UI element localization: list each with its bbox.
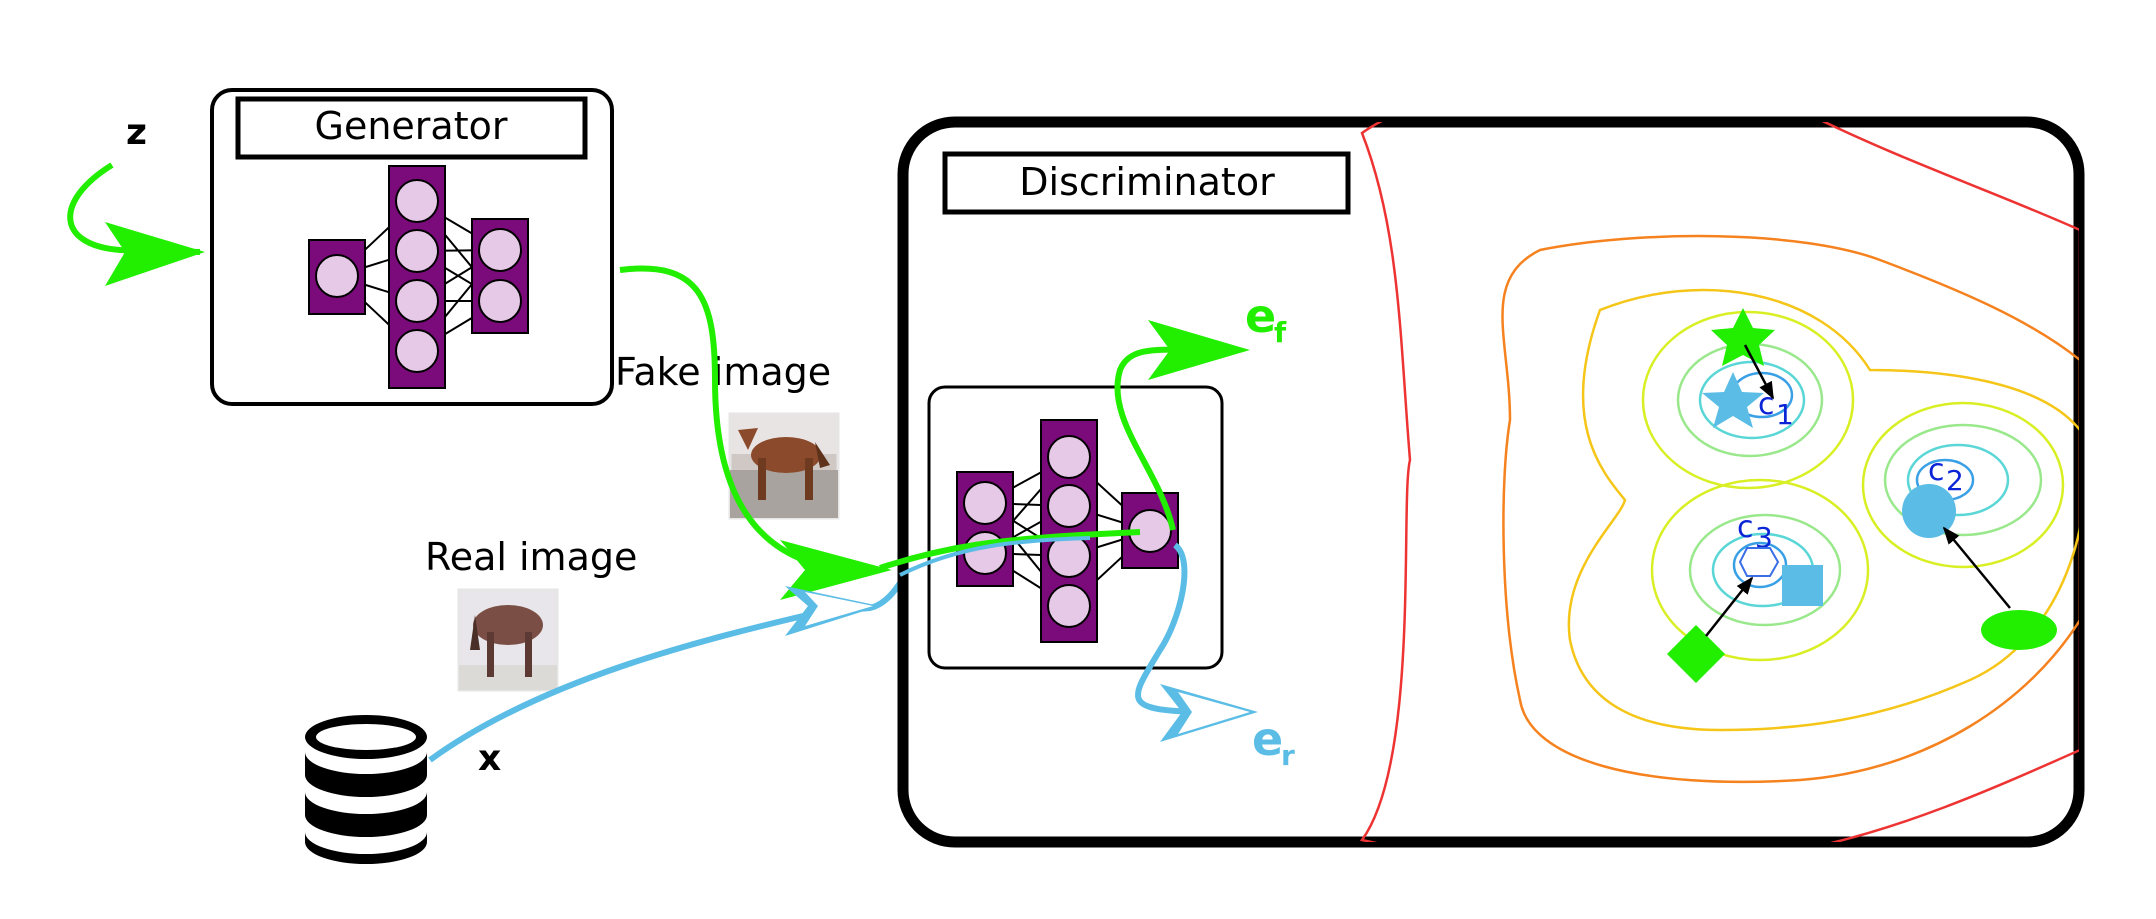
z-input-arrow [67, 162, 201, 255]
real-square-sample [1782, 565, 1823, 606]
e-f-path [1114, 346, 1211, 531]
fake-arrowhead [780, 540, 892, 600]
contour-orange [1501, 234, 2079, 784]
e-f-arrowhead [1148, 320, 1250, 380]
fake-ellipse-sample [1981, 610, 2057, 650]
real-image-path [428, 553, 923, 763]
fake-through-path [879, 529, 1141, 571]
contour-c1-outer [1641, 310, 1855, 490]
contour-c3-mid [1688, 513, 1842, 627]
real-circle-sample [1902, 484, 1956, 538]
feature-space-contours [1359, 122, 2079, 842]
real-arrowhead-inner [805, 592, 873, 626]
discriminator-network [956, 419, 1179, 643]
fake-star-sample [1711, 308, 1775, 366]
center-c3-hexagon [1738, 547, 1780, 577]
contour-c1-inner [1698, 360, 1806, 440]
svg-text:e: e [1252, 712, 1283, 766]
svg-text:2: 2 [1946, 464, 1964, 497]
center-c3-label: c 3 [1737, 510, 1773, 554]
x-label: x [478, 738, 501, 779]
e-r-label: e r [1252, 712, 1295, 772]
real-through-path [899, 536, 1091, 577]
ellipse-to-c2-arrow [1942, 526, 2011, 609]
contour-c2-mid [1883, 423, 2043, 537]
discriminator-title: Discriminator [1019, 160, 1275, 204]
generator-title-box [235, 96, 588, 160]
contour-c2-inner [1906, 443, 2010, 517]
contour-c2-outer [1861, 401, 2065, 569]
diamond-to-c3-arrow [1705, 576, 1754, 637]
contour-yellow [1567, 288, 2079, 732]
generator-network [308, 165, 529, 389]
e-f-label: e f [1245, 289, 1287, 349]
svg-text:c: c [1928, 453, 1945, 488]
star-to-c1-arrow [1743, 344, 1775, 400]
discriminator-title-box [942, 151, 1351, 215]
svg-text:f: f [1274, 316, 1287, 349]
fake-horse-image-icon [728, 412, 840, 520]
z-arrowhead [105, 222, 205, 286]
svg-text:c: c [1758, 387, 1775, 422]
generator-title: Generator [315, 104, 508, 148]
contour-red [1359, 122, 2079, 842]
fake-image-label: Fake image [615, 350, 831, 394]
fake-diamond-sample [1667, 625, 1725, 683]
fake-image-path [619, 265, 881, 573]
real-star-sample [1702, 372, 1764, 428]
e-r-arrowhead-inner [1178, 692, 1250, 734]
real-image-label: Real image [425, 535, 637, 579]
z-label: z [126, 112, 147, 153]
real-horse-image-icon [457, 588, 559, 692]
contour-c3-outer [1650, 478, 1870, 662]
database-icon [305, 715, 427, 864]
svg-text:e: e [1245, 289, 1276, 343]
e-r-path [1135, 542, 1220, 715]
svg-text:3: 3 [1755, 521, 1773, 554]
svg-text:c: c [1737, 510, 1754, 545]
center-c2-label: c 2 [1928, 453, 1964, 497]
svg-text:1: 1 [1776, 398, 1794, 431]
svg-text:r: r [1281, 739, 1295, 772]
